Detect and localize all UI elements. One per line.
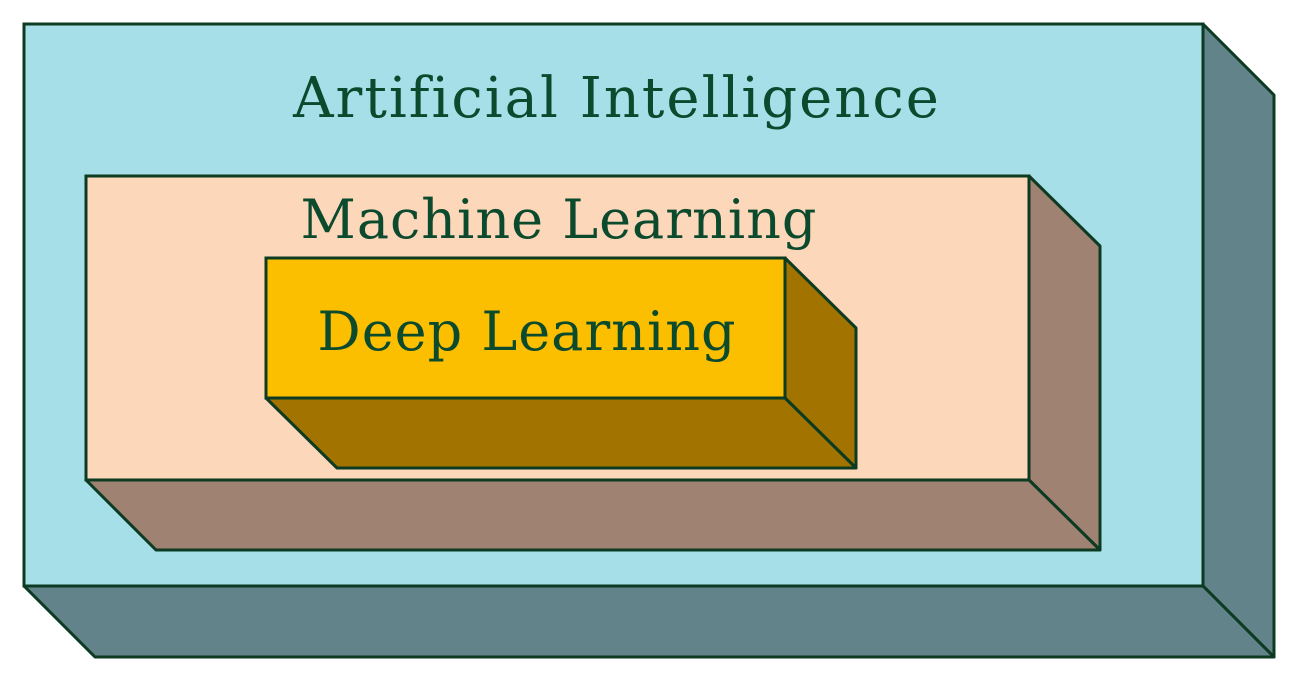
middle-box-bottom-face	[84, 478, 1102, 552]
inner-box-label: Deep Learning	[317, 300, 736, 363]
middle-box-label: Machine Learning	[301, 188, 818, 251]
middle-box-machine-learning: Machine Learning	[84, 174, 1102, 552]
inner-box-front-face	[264, 256, 787, 400]
outer-box-bottom-face	[22, 584, 1276, 659]
outer-box-right-face	[1201, 22, 1276, 659]
inner-box-deep-learning: Deep Learning	[264, 256, 858, 470]
outer-box-label: Artificial Intelligence	[292, 66, 941, 131]
inner-box-bottom-face	[264, 396, 858, 470]
